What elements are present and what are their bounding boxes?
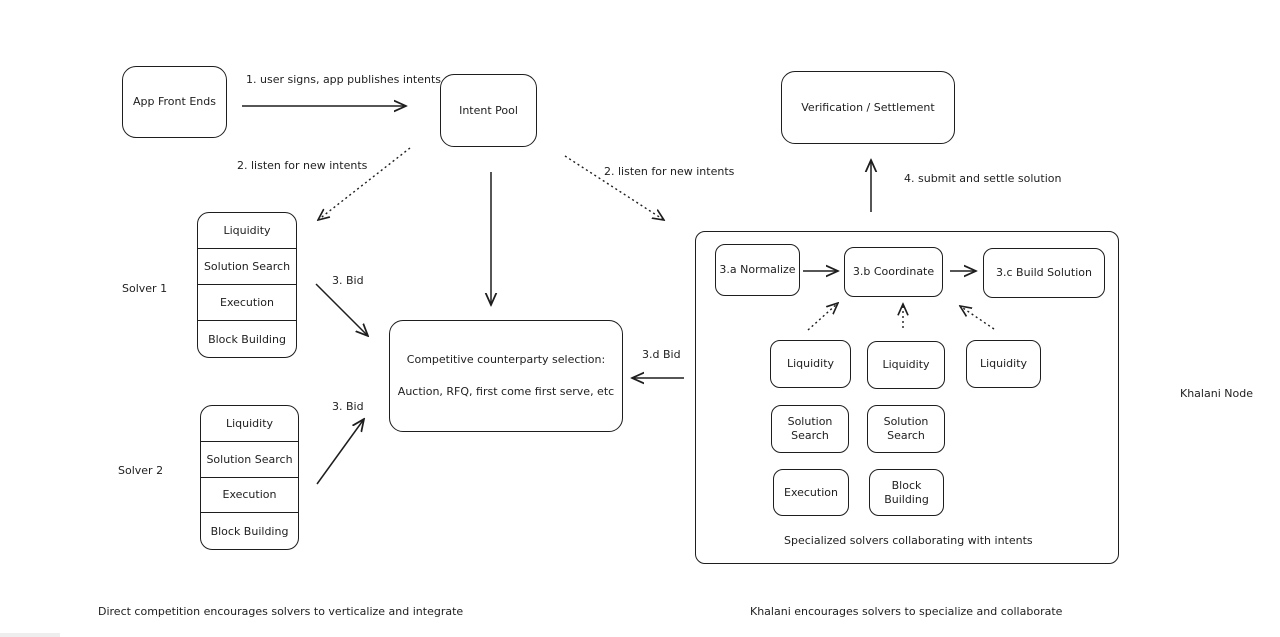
solver2-bid-label: 3. Bid: [332, 400, 364, 413]
solver1-block-building: Block Building: [208, 332, 286, 346]
solution-search-2-line1: Solution: [883, 415, 929, 429]
build-solution-box: 3.c Build Solution: [983, 248, 1105, 298]
arrow-bid-solver2: [316, 419, 364, 485]
normalize-label: 3.a Normalize: [719, 263, 796, 277]
footer-left-caption: Direct competition encourages solvers to…: [98, 605, 464, 618]
block-building-line1: Block: [891, 478, 922, 492]
liquidity-label-2: Liquidity: [882, 358, 930, 372]
execution-label: Execution: [784, 485, 838, 499]
solver1-bid-label: 3. Bid: [332, 274, 364, 287]
khalani-node-label: Khalani Node: [1180, 387, 1253, 400]
intent-pool-label: Intent Pool: [459, 103, 518, 117]
liquidity-box-1: Liquidity: [770, 340, 851, 388]
liquidity-box-2: Liquidity: [867, 341, 945, 389]
footer-right-caption: Khalani encourages solvers to specialize…: [750, 605, 1063, 618]
app-front-ends-label: App Front Ends: [133, 95, 216, 109]
solver1-label: Solver 1: [122, 282, 168, 295]
liquidity-box-3: Liquidity: [966, 340, 1041, 388]
selection-line1: Competitive counterparty selection:: [406, 353, 606, 367]
arrow-liq3-coordinate: [960, 306, 995, 330]
solver2-stack: Liquidity Solution Search Execution Bloc…: [200, 405, 299, 550]
step2-left-label: 2. listen for new intents: [237, 159, 368, 172]
khalani-caption: Specialized solvers collaborating with i…: [784, 534, 1033, 547]
solver2-execution: Execution: [201, 478, 298, 514]
solution-search-1-line1: Solution: [787, 415, 833, 429]
solution-search-2-line2: Search: [887, 429, 925, 442]
solver1-liquidity: Liquidity: [198, 213, 296, 249]
solver2-label: Solver 2: [118, 464, 164, 477]
coordinate-box: 3.b Coordinate: [844, 247, 943, 297]
counterparty-selection-box: Competitive counterparty selection: Auct…: [389, 320, 623, 432]
solution-search-1-line2: Search: [791, 429, 829, 442]
arrow-liq1-coordinate: [807, 303, 838, 331]
build-solution-label: 3.c Build Solution: [996, 266, 1092, 280]
solver2-block-building: Block Building: [210, 524, 289, 538]
liquidity-label-1: Liquidity: [786, 357, 835, 371]
khalani-node-frame: [695, 231, 1119, 564]
block-building-box: Block Building: [869, 469, 944, 516]
liquidity-label-3: Liquidity: [979, 357, 1028, 371]
block-building-line2: Building: [884, 492, 929, 506]
verification-settlement-box: Verification / Settlement: [781, 71, 955, 144]
selection-line2: Auction, RFQ, first come first serve, et…: [397, 385, 615, 398]
solver2-solution-search: Solution Search: [201, 442, 298, 478]
solver1-solution-search: Solution Search: [198, 249, 296, 285]
step2-right-label: 2. listen for new intents: [604, 165, 735, 178]
execution-box: Execution: [773, 469, 849, 516]
solution-search-box-1: Solution Search: [771, 405, 849, 453]
arrow-bid-solver1: [315, 283, 368, 336]
app-front-ends-box: App Front Ends: [122, 66, 227, 138]
step1-label: 1. user signs, app publishes intents: [246, 73, 442, 86]
bid-3d-label: 3.d Bid: [642, 348, 681, 361]
verification-settlement-label: Verification / Settlement: [801, 100, 935, 114]
solver2-liquidity: Liquidity: [201, 406, 298, 442]
coordinate-label: 3.b Coordinate: [852, 265, 935, 279]
solver1-stack: Liquidity Solution Search Execution Bloc…: [197, 212, 297, 358]
bottom-scroll-strip: [0, 633, 60, 637]
intent-pool-box: Intent Pool: [440, 74, 537, 147]
step4-label: 4. submit and settle solution: [904, 172, 1062, 185]
solution-search-box-2: Solution Search: [867, 405, 945, 453]
normalize-box: 3.a Normalize: [715, 244, 800, 296]
solver1-execution: Execution: [198, 285, 296, 321]
